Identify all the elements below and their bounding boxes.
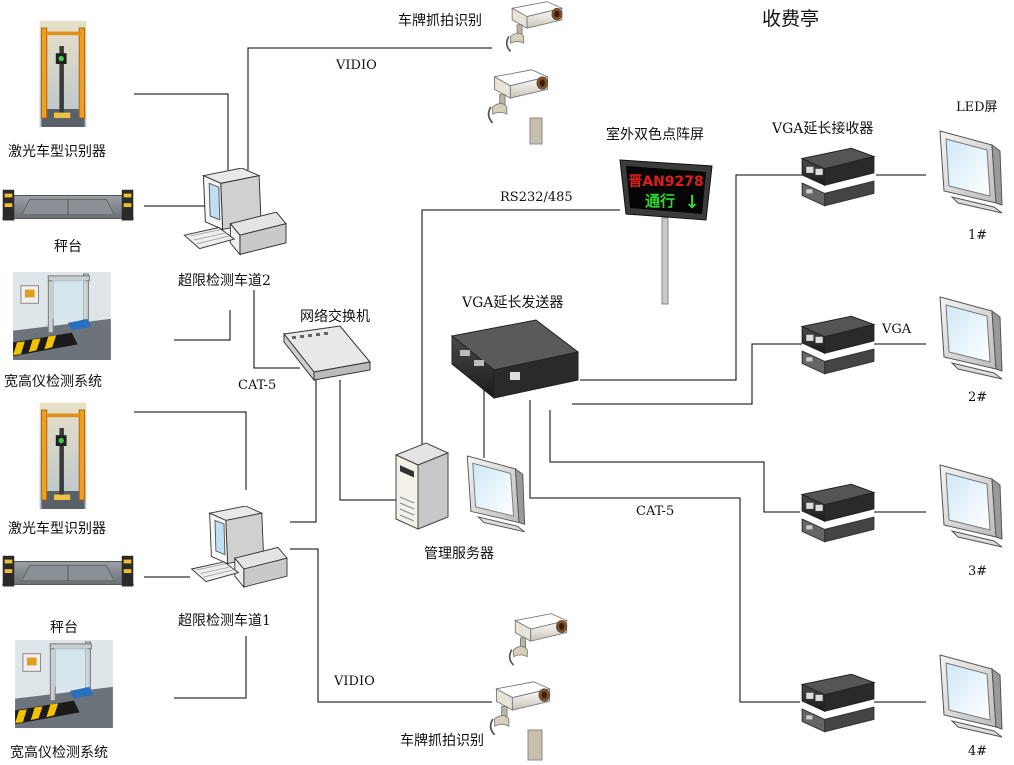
lane2-laser-detector-image xyxy=(39,20,87,128)
management-server-image xyxy=(395,442,526,533)
lane1-pc-image xyxy=(191,506,288,588)
lane2-camera-image xyxy=(487,0,563,145)
vga-sender-image xyxy=(450,319,580,400)
outdoor-led-sign: 晋AN9278 通行 ↓ xyxy=(619,159,713,305)
lane1-width-height-image xyxy=(14,640,114,728)
lane1-width-height-label: 宽高仪检测系统 xyxy=(10,745,108,761)
lane1-scale-image xyxy=(0,550,136,598)
lane1-camera-label: 车牌抓拍识别 xyxy=(400,733,484,749)
led-sign-label: 室外双色点阵屏 xyxy=(606,127,704,143)
monitor-4-icon xyxy=(939,654,1003,738)
rs232-label: RS232/485 xyxy=(500,190,573,205)
lane1-video-label: VIDIO xyxy=(334,674,375,689)
led-screen-label: LED屏 xyxy=(956,100,998,115)
monitor-4-label: 4# xyxy=(968,744,988,759)
connection-lines xyxy=(134,47,926,703)
monitor-3-icon xyxy=(939,464,1003,548)
monitor-2-label: 2# xyxy=(968,390,988,405)
lane2-width-height-label: 宽高仪检测系统 xyxy=(4,374,102,390)
vga-receiver-2 xyxy=(801,315,875,375)
lane2-camera-label: 车牌抓拍识别 xyxy=(398,13,482,29)
network-switch-label: 网络交换机 xyxy=(300,309,370,325)
vga-receiver-label: VGA延长接收器 xyxy=(772,121,874,137)
vga-sender-label: VGA延长发送器 xyxy=(462,295,564,311)
lane2-scale-image xyxy=(0,184,136,232)
lane1-camera-image xyxy=(489,612,568,761)
vga-receiver-1 xyxy=(801,147,875,207)
vga-receiver-3 xyxy=(801,483,875,543)
vga-receiver-4 xyxy=(801,673,875,733)
lane1-pc-label: 超限检测车道1 xyxy=(178,613,271,629)
lane1-laser-detector-label: 激光车型识别器 xyxy=(8,521,106,537)
lane1-scale-label: 秤台 xyxy=(50,620,78,636)
lane2-pc-label: 超限检测车道2 xyxy=(178,273,271,289)
down-arrow-icon: ↓ xyxy=(684,192,699,213)
monitor-2-icon xyxy=(939,296,1003,380)
led-sign-pass-text: 通行 xyxy=(645,192,675,210)
cat5-mid-label: CAT-5 xyxy=(636,504,675,519)
lane1-laser-detector-image xyxy=(39,402,87,510)
cat5-left-label: CAT-5 xyxy=(238,378,277,393)
monitor-1-label: 1# xyxy=(968,228,988,243)
toll-booth-title: 收费亭 xyxy=(762,8,820,30)
lane2-pc-image xyxy=(183,168,287,255)
monitor-1-icon xyxy=(939,130,1003,214)
vga-cable-label: VGA xyxy=(882,322,912,337)
lane2-scale-label: 秤台 xyxy=(54,239,82,255)
lane2-video-label: VIDIO xyxy=(336,58,377,73)
management-server-label: 管理服务器 xyxy=(424,546,494,562)
monitor-3-label: 3# xyxy=(968,564,988,579)
lane2-laser-detector-label: 激光车型识别器 xyxy=(8,144,106,160)
network-switch-image xyxy=(283,325,371,382)
lane2-width-height-image xyxy=(12,272,112,360)
led-sign-plate-text: 晋AN9278 xyxy=(628,174,704,190)
